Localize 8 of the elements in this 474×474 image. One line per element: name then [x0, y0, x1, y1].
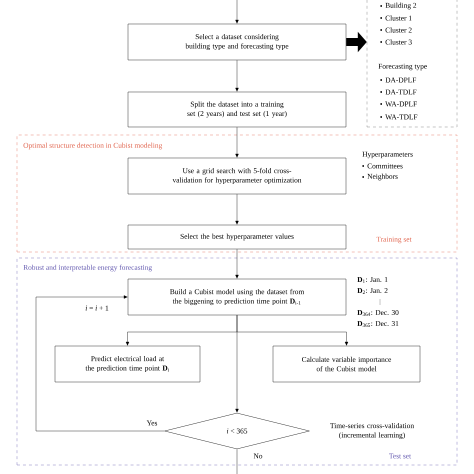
arrow: [235, 249, 239, 278]
arrow: [36, 295, 164, 432]
arrow: [235, 315, 239, 412]
arrow: [235, 0, 239, 24]
connector-line: [236, 449, 238, 474]
arrow: [235, 60, 239, 92]
arrow: [235, 127, 239, 158]
arrow: [235, 194, 239, 224]
